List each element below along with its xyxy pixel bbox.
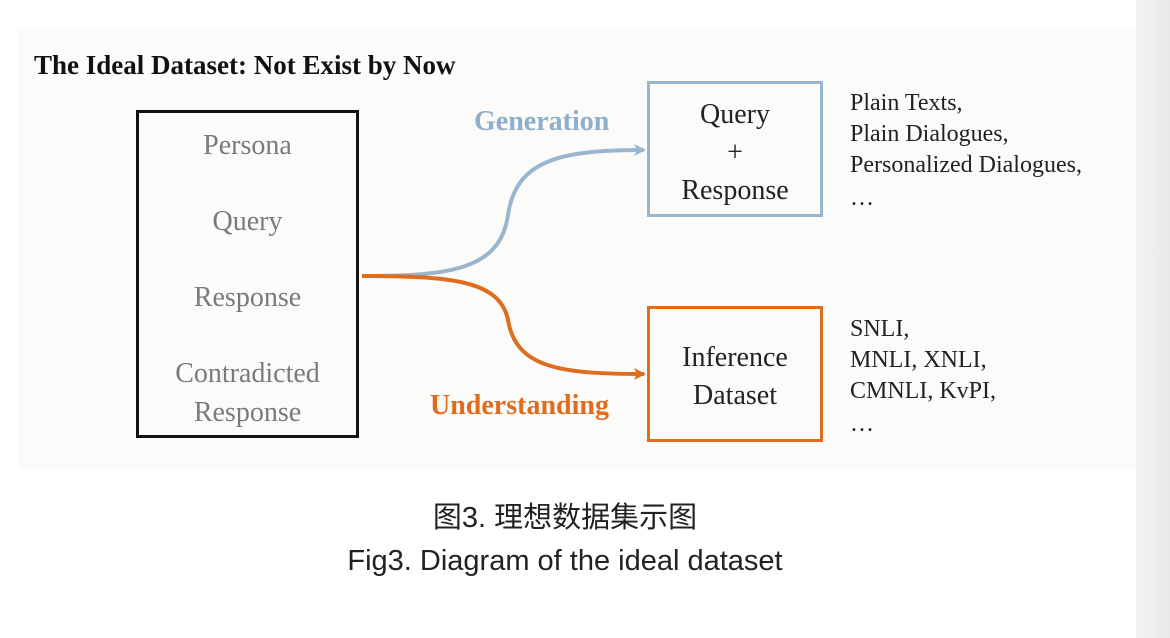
caption-english: Fig3. Diagram of the ideal dataset	[347, 545, 783, 577]
slide-title: The Ideal Dataset: Not Exist by Now	[34, 50, 456, 80]
persona-item: Persona	[203, 130, 292, 161]
und-example-ellipsis: …	[850, 411, 874, 437]
gen-box-plus: +	[727, 137, 743, 168]
generation-arrow	[361, 144, 646, 278]
slide-background	[18, 30, 1136, 470]
gen-example-2: Plain Dialogues,	[850, 121, 1009, 147]
inf-box-dataset: Dataset	[693, 380, 777, 411]
generation-label: Generation	[474, 106, 610, 137]
contradicted-item: Contradicted	[175, 358, 320, 389]
gen-example-1: Plain Texts,	[850, 90, 963, 116]
gen-box-response: Response	[681, 175, 789, 206]
understanding-label: Understanding	[430, 390, 609, 421]
understanding-arrow	[361, 274, 646, 380]
inf-box-inference: Inference	[682, 342, 788, 373]
generation-box: Query + Response	[647, 81, 823, 217]
und-example-2: MNLI, XNLI,	[850, 347, 987, 373]
query-item: Query	[212, 206, 283, 237]
und-example-3: CMNLI, KvPI,	[850, 378, 997, 404]
inference-dataset-box: Inference Dataset	[647, 306, 823, 442]
contradicted-response-item: Response	[193, 397, 302, 428]
gen-box-query: Query	[700, 99, 770, 130]
gen-example-ellipsis: …	[850, 185, 874, 211]
page-edge	[1136, 0, 1170, 638]
und-example-1: SNLI,	[850, 316, 910, 342]
ideal-dataset-box: Persona Query Response Contradicted Resp…	[136, 110, 359, 438]
gen-example-3: Personalized Dialogues,	[850, 152, 1082, 178]
caption-chinese: 图3. 理想数据集示图	[432, 502, 698, 534]
response-item: Response	[193, 282, 302, 313]
